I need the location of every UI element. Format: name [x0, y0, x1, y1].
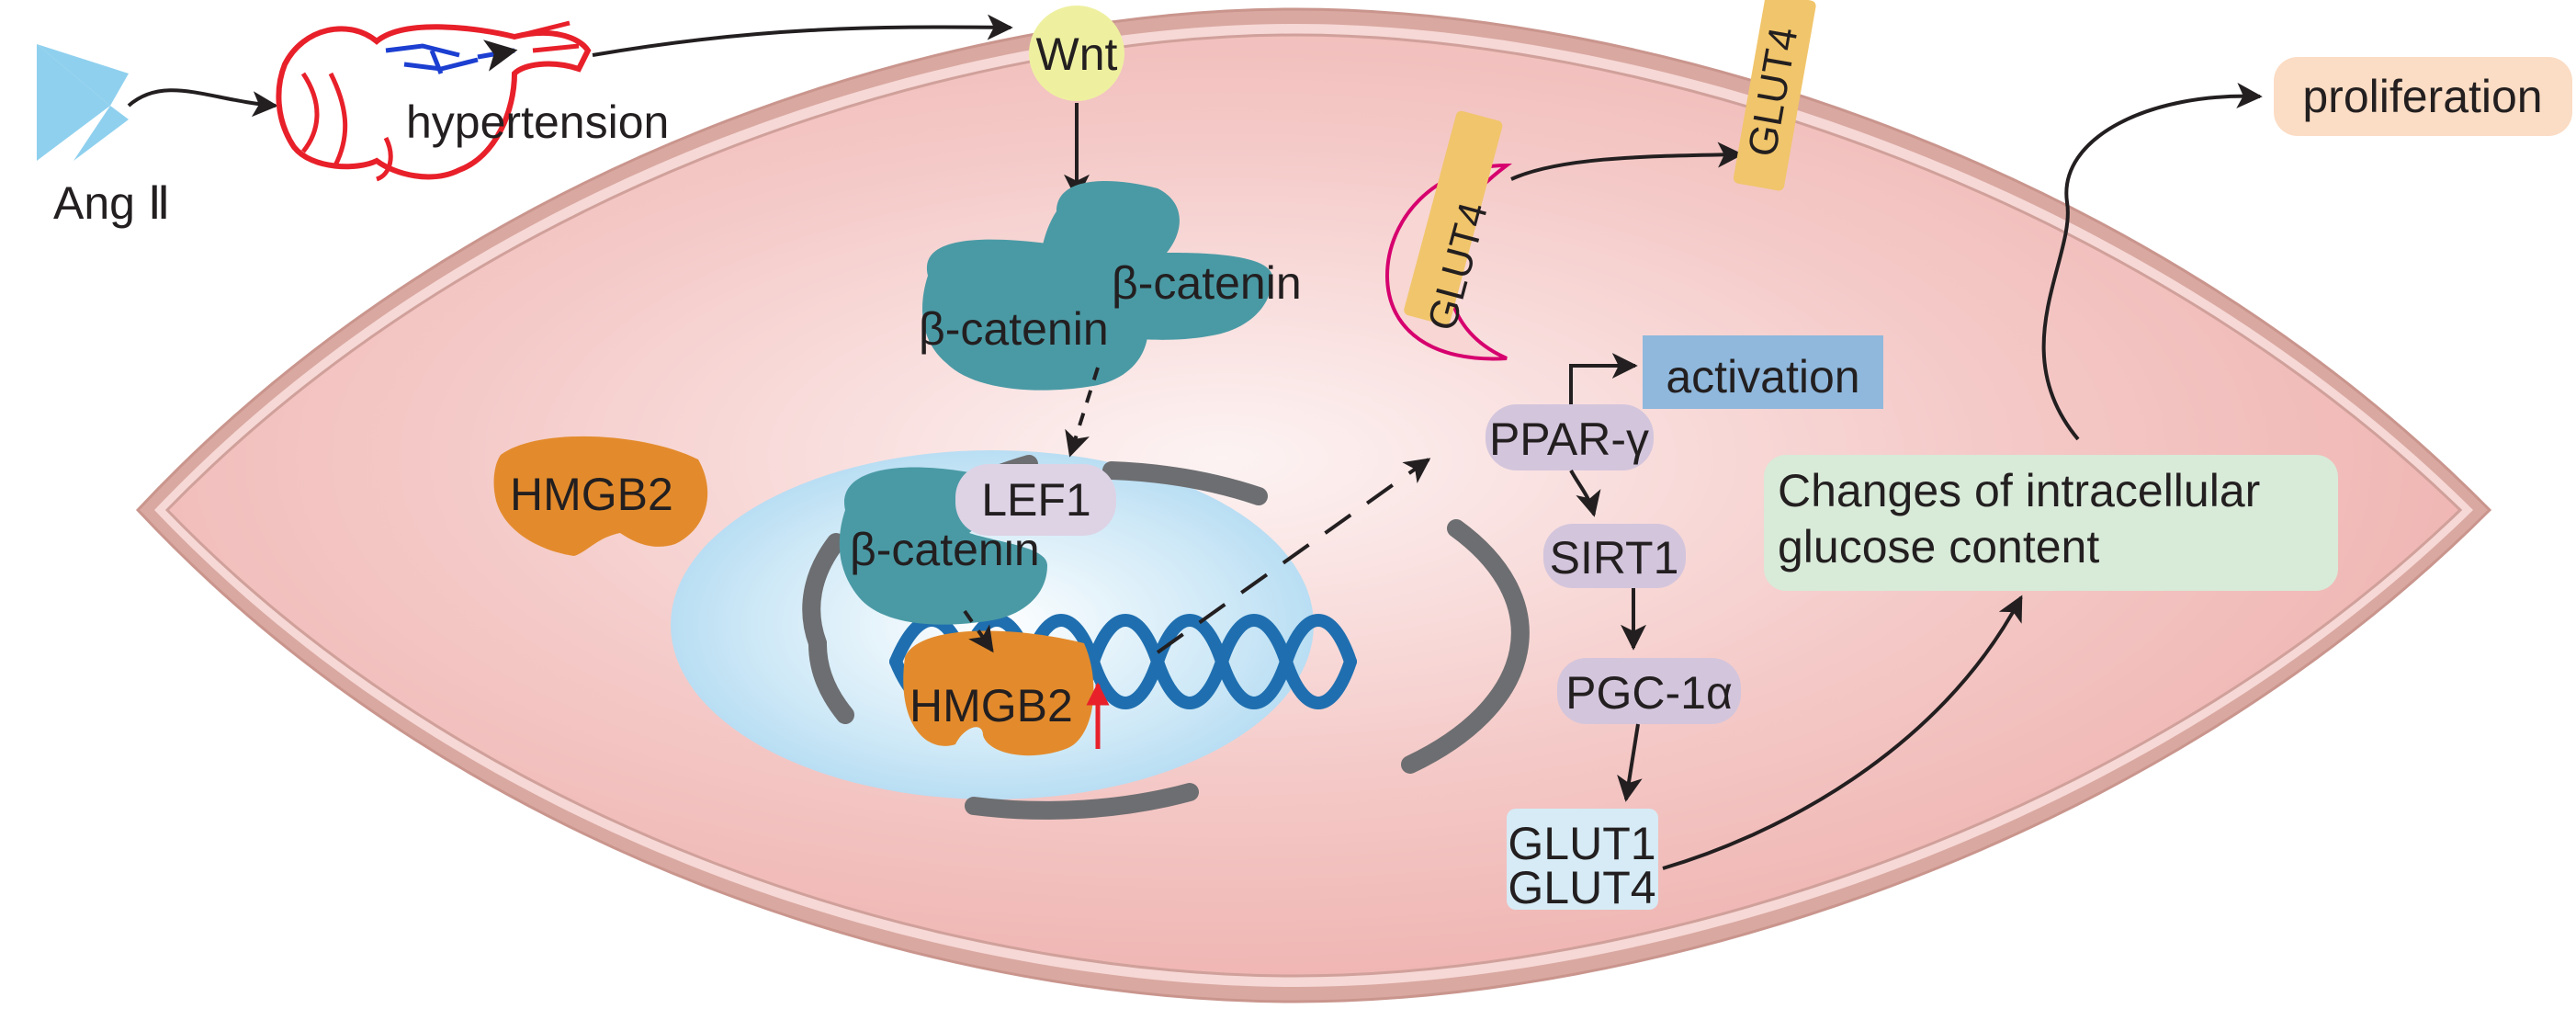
proliferation-box — [2274, 57, 2572, 136]
sirt1-label: SIRT1 — [1550, 532, 1679, 584]
heart-detail — [300, 72, 393, 182]
heart-flow-arrow — [477, 40, 518, 72]
heart-outline — [276, 24, 592, 180]
hmgb2-cytoplasm-shape — [493, 436, 708, 556]
beta-catenin-shape-nucleus — [839, 467, 1047, 625]
beta-catenin-complex-cytoplasm: β-catenin β-catenin — [919, 181, 1302, 391]
arrow-ppar-to-activation — [1569, 353, 1638, 409]
pgc-box — [1557, 658, 1741, 724]
ang-ii-shape-bottom — [73, 106, 129, 161]
cytoplasm — [164, 33, 2463, 978]
activation-label: activation — [1666, 351, 1859, 402]
heart-icon: hypertension — [276, 20, 669, 182]
heart-blood-flow — [385, 43, 479, 74]
arrow-ppar-to-sirt1 — [1569, 470, 1601, 517]
lef1-box — [955, 464, 1116, 536]
beta-catenin-lef1-complex: β-catenin LEF1 — [839, 464, 1116, 625]
arrow-glucose-to-proliferation — [2041, 82, 2263, 441]
beta-catenin-label-left: β-catenin — [919, 303, 1109, 355]
hmgb2-nucleus-shape — [903, 630, 1094, 756]
arrow-complex-to-dna — [963, 609, 994, 653]
sirt1-box — [1543, 524, 1686, 588]
arrow-glut4-translocation — [1510, 142, 1744, 181]
proliferation-label: proliferation — [2302, 71, 2542, 122]
activation-box — [1643, 335, 1883, 409]
beta-catenin-label-right: β-catenin — [1112, 257, 1302, 309]
ang-ii-group: Ang Ⅱ — [37, 44, 170, 229]
pgc-label: PGC-1α — [1565, 667, 1733, 719]
lef1-label: LEF1 — [981, 474, 1091, 526]
glucose-content-line2: glucose content — [1778, 521, 2099, 572]
hmgb2-cytoplasm-label: HMGB2 — [510, 469, 673, 520]
beta-catenin-shape-right — [1040, 181, 1272, 340]
glut4-membrane-tag — [1733, 0, 1816, 191]
ppar-label: PPAR-γ — [1489, 414, 1649, 465]
beta-catenin-shape-left — [922, 239, 1148, 391]
ang-ii-label: Ang Ⅱ — [53, 177, 170, 229]
ang-ii-shape-top — [37, 44, 129, 106]
glut4-vesicle-tag — [1404, 110, 1503, 325]
glut4-box-label: GLUT4 — [1508, 862, 1655, 913]
arrow-glut-to-glucose — [1662, 595, 2023, 870]
wnt-circle — [1029, 6, 1124, 101]
cell — [135, 7, 2492, 1003]
glucose-content-line1: Changes of intracellular — [1778, 465, 2260, 516]
arrow-hypertension-to-wnt — [592, 14, 1013, 57]
ang-ii-shape-left — [37, 44, 110, 161]
arrow-beta-catenin-to-lef1 — [1065, 367, 1100, 458]
glut1-glut4-box — [1507, 809, 1658, 910]
arrow-pgc-to-glut — [1617, 723, 1643, 802]
arrow-hmgb2-to-ppar — [1156, 458, 1431, 654]
heart-vessel-stubs — [514, 20, 580, 53]
hmgb2-nucleus-label: HMGB2 — [910, 680, 1073, 731]
hypertension-label: hypertension — [406, 96, 669, 148]
wnt-label: Wnt — [1036, 28, 1118, 80]
arrow-ang-to-heart — [127, 88, 278, 118]
ppar-box — [1486, 404, 1654, 470]
glut1-label: GLUT1 — [1508, 818, 1655, 869]
glucose-content-box — [1764, 455, 2338, 591]
